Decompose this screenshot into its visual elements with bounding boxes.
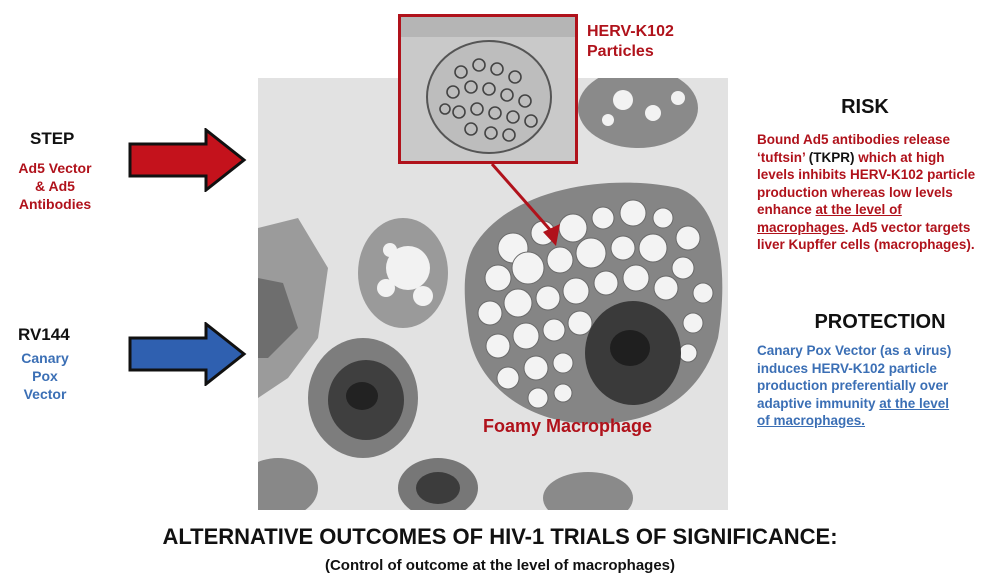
rv144-title: RV144 bbox=[18, 325, 70, 344]
risk-line3: levels inhibits HERV-K102 particle bbox=[757, 167, 976, 182]
subtitle: (Control of outcome at the level of macr… bbox=[324, 557, 676, 574]
rv144-subtitle: Canary Pox Vector bbox=[0, 349, 90, 403]
protection-line1: Canary Pox Vector (as a virus) bbox=[757, 343, 952, 358]
risk-line5: enhance at the level of bbox=[757, 201, 997, 219]
inset-label: HERV-K102 Particles bbox=[587, 22, 674, 62]
rv144-blue-arrow bbox=[128, 322, 247, 386]
protection-line4-start: adaptive immunity bbox=[757, 395, 880, 411]
foamy-macrophage-label: Foamy Macrophage bbox=[483, 416, 653, 436]
protection-line3: production preferentially over bbox=[757, 378, 949, 393]
risk-paragraph: Bound Ad5 antibodies release ‘tuftsin’ (… bbox=[757, 131, 997, 254]
inset-svg bbox=[401, 17, 575, 161]
risk-line5-start: enhance bbox=[757, 202, 816, 217]
step-line1: Ad5 Vector bbox=[18, 160, 92, 176]
risk-tkpr: (TKPR) bbox=[805, 149, 855, 165]
risk-line7: liver Kupffer cells (macrophages). bbox=[757, 237, 975, 252]
inset-label-line2: Particles bbox=[587, 43, 654, 60]
rv144-line2: Pox bbox=[32, 368, 58, 384]
protection-paragraph: Canary Pox Vector (as a virus) induces H… bbox=[757, 342, 997, 430]
inset-connector-line bbox=[490, 163, 554, 233]
protection-line5: of macrophages. bbox=[757, 413, 866, 428]
risk-line6: macrophages. Ad5 vector targets bbox=[757, 219, 997, 237]
protection-line4: adaptive immunity at the level bbox=[757, 395, 997, 413]
main-title: ALTERNATIVE OUTCOMES OF HIV-1 TRIALS OF … bbox=[162, 524, 838, 549]
protection-line2: induces HERV-K102 particle bbox=[757, 360, 937, 376]
rv144-line3: Vector bbox=[23, 386, 67, 402]
step-line3: Antibodies bbox=[18, 196, 92, 212]
risk-tuftsin: ‘tuftsin’ bbox=[757, 149, 805, 165]
protection-heading: PROTECTION bbox=[814, 311, 946, 333]
risk-line2: ‘tuftsin’ (TKPR) which at high bbox=[757, 149, 997, 167]
risk-line6-end: . Ad5 vector targets bbox=[844, 219, 971, 235]
risk-line4: production whereas low levels bbox=[757, 184, 953, 200]
step-red-arrow bbox=[128, 128, 247, 192]
micrograph-svg bbox=[258, 78, 728, 510]
step-line2: & Ad5 bbox=[35, 178, 75, 194]
risk-heading: RISK bbox=[841, 96, 889, 118]
risk-line1: Bound Ad5 antibodies release bbox=[757, 132, 951, 147]
risk-line6-underlined: macrophages bbox=[757, 219, 845, 235]
inset-connector-arrowhead bbox=[543, 224, 560, 246]
inset-image bbox=[398, 14, 578, 164]
risk-line5-underlined: at the level of bbox=[815, 202, 902, 217]
inset-label-line1: HERV-K102 bbox=[587, 23, 674, 40]
risk-line2-end: which at high bbox=[854, 149, 945, 165]
step-title: STEP bbox=[30, 129, 75, 148]
step-subtitle: Ad5 Vector & Ad5 Antibodies bbox=[0, 159, 110, 213]
protection-line4-underlined: at the level bbox=[879, 395, 950, 411]
rv144-line1: Canary bbox=[21, 350, 69, 366]
